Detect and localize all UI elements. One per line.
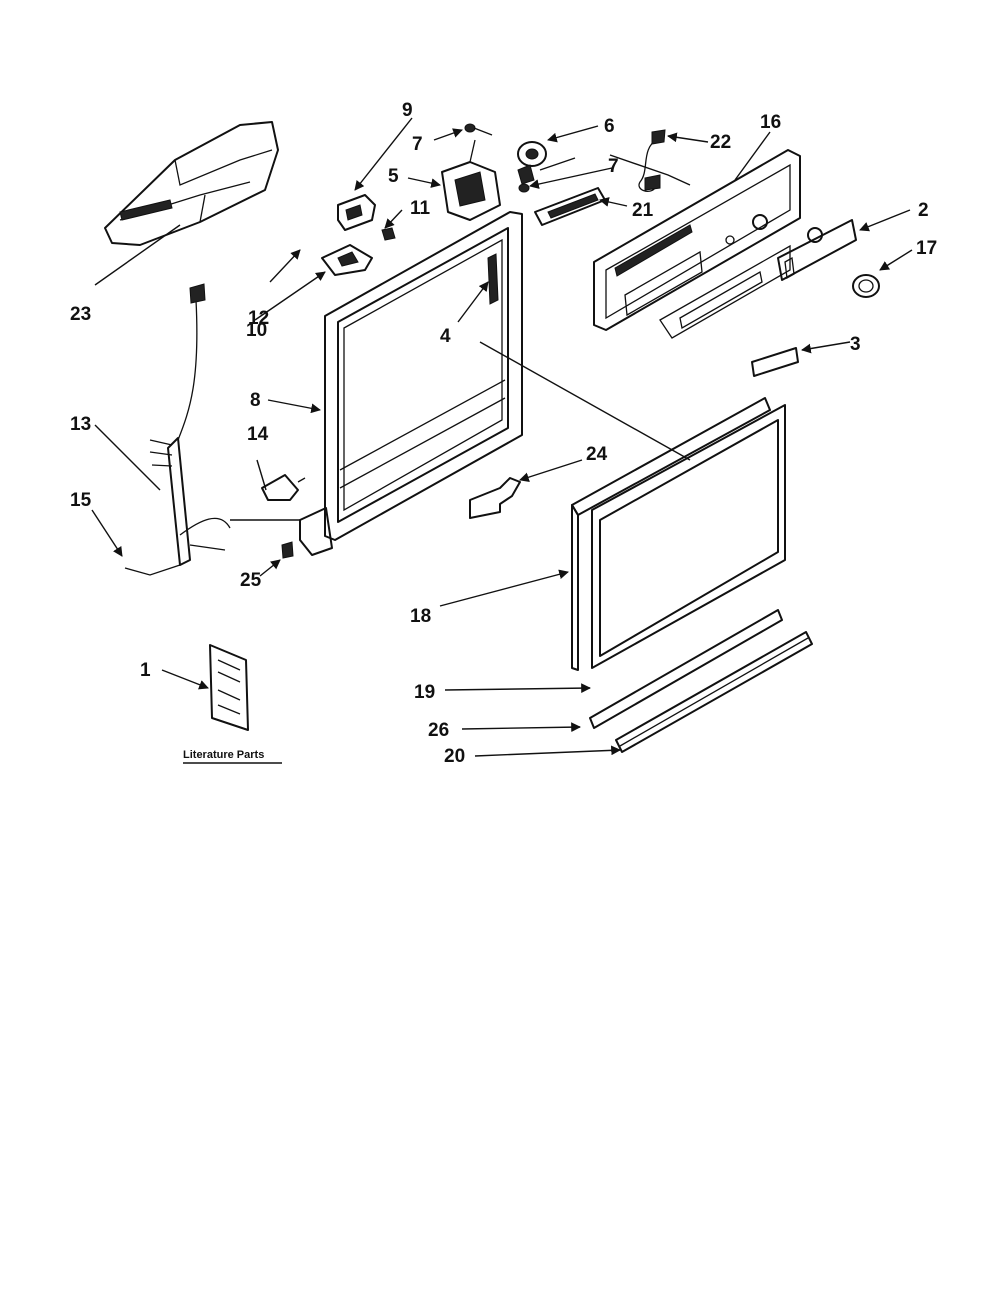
callout-10: 10 [246,320,267,341]
part-3-label [751,347,799,377]
callout-13: 13 [70,414,91,435]
part-14-sensor [261,474,306,501]
part-23-bracket-assembly [104,121,279,246]
callout-7-lower: 7 [608,156,619,177]
callout-8: 8 [250,390,261,411]
part-25-grommet [281,541,294,559]
callout-24: 24 [586,444,608,465]
callout-3: 3 [850,334,861,355]
part-13-wire-harness [124,283,231,576]
literature-caption: Literature Parts [183,749,264,761]
callout-1: 1 [140,660,151,681]
callout-11: 11 [410,198,431,219]
callout-labels: 9 7 5 6 7 22 16 2 17 3 21 11 12 10 4 8 2… [70,100,937,767]
door-frame [299,211,523,556]
trim-strips [589,609,813,753]
part-17-knob [852,274,880,298]
callout-2: 2 [918,200,929,221]
callout-16: 16 [760,112,781,133]
callout-15: 15 [70,490,92,511]
part-7-screws [464,123,530,193]
part-21-switch-block [534,187,606,226]
part-16-control-panel [593,149,801,339]
callout-21: 21 [632,200,654,221]
callout-14: 14 [247,424,269,445]
hinge-assembly [321,194,396,276]
part-22-wire-harness [638,129,666,192]
callout-23: 23 [70,304,91,325]
callout-25: 25 [240,570,262,591]
callout-18: 18 [410,606,431,627]
callout-19: 19 [414,682,435,703]
callout-7-upper: 7 [412,134,423,155]
door-outer-panel [571,397,786,671]
part-2-overlay [777,219,857,281]
callout-leaders [91,117,913,757]
callout-20: 20 [444,746,465,767]
callout-4: 4 [440,326,451,347]
callout-5: 5 [388,166,399,187]
callout-9: 9 [402,100,413,121]
guide-lines [230,154,691,521]
callout-26: 26 [428,720,449,741]
callout-6: 6 [604,116,615,137]
part-24-clip [469,477,521,519]
callout-22: 22 [710,132,731,153]
part-5-latch [441,139,501,221]
part-6-switch [517,141,547,185]
callout-17: 17 [916,238,937,259]
callout-12: 12 [248,308,269,329]
part-1-literature-card: Literature Parts [183,644,282,764]
